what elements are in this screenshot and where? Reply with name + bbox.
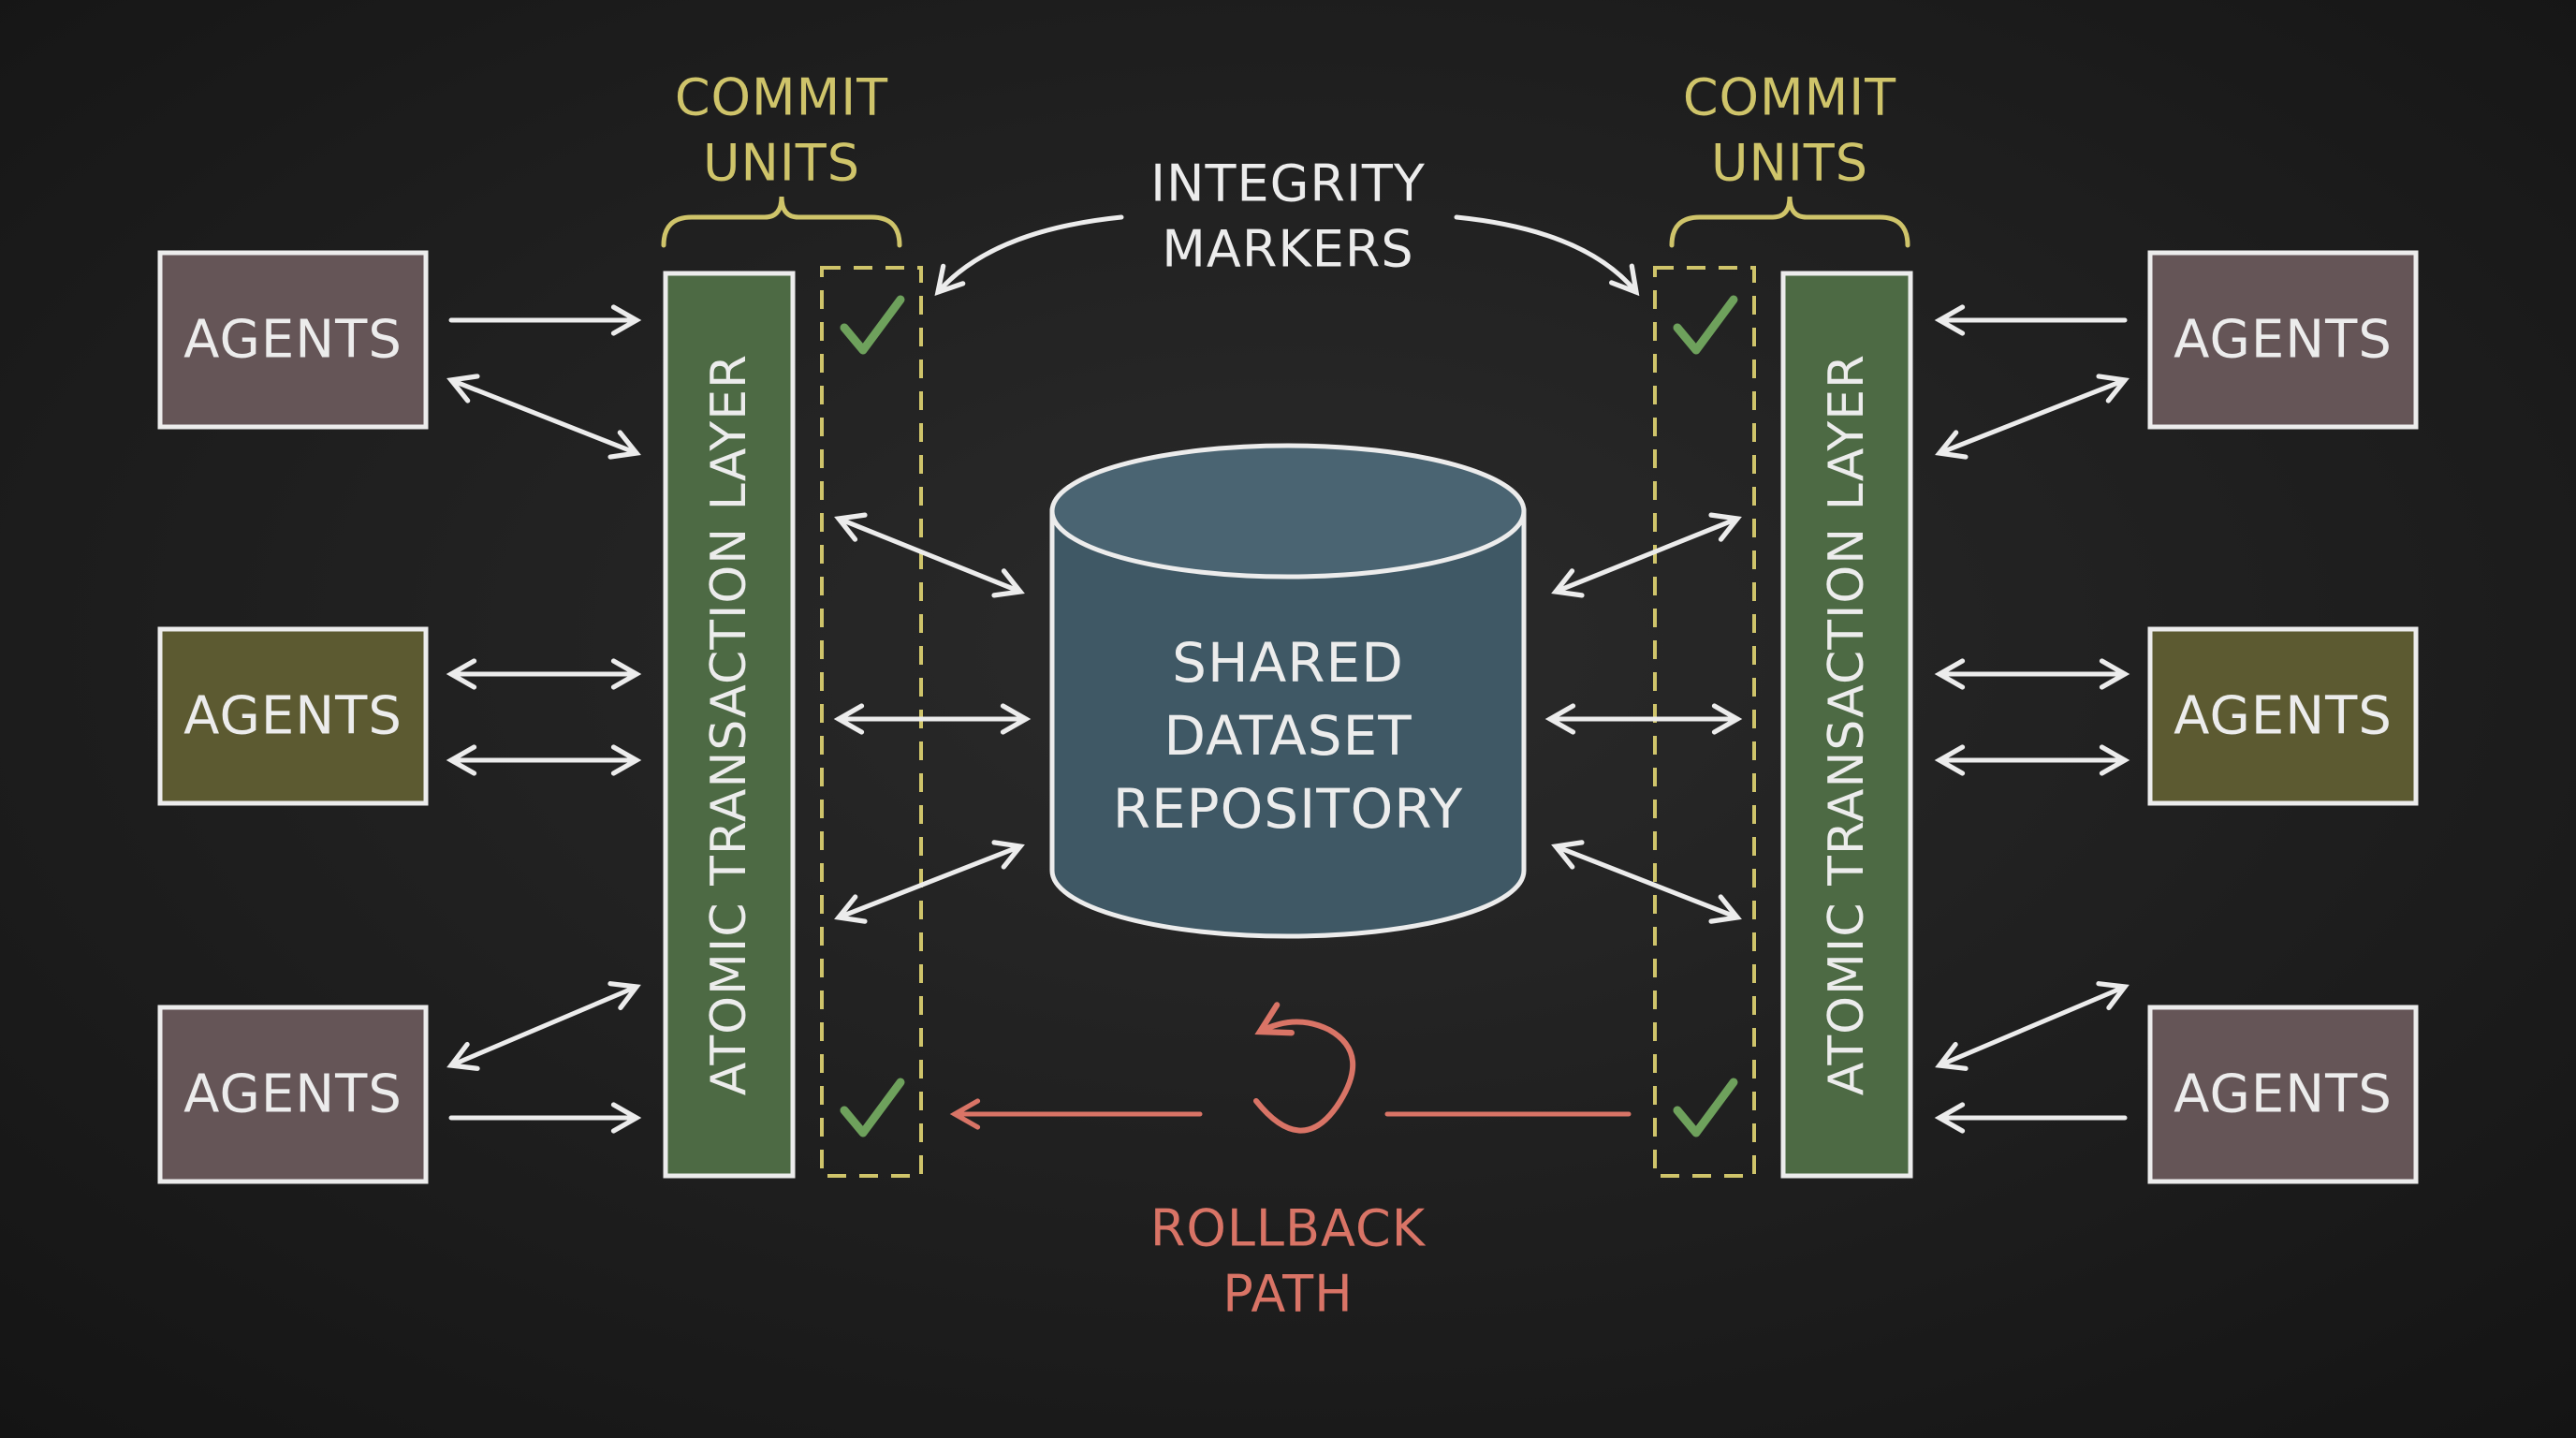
check-icon-left-bottom (840, 1078, 905, 1137)
integrity-arrow-right (1454, 214, 1640, 297)
commit-units-left-label-line1: COMMIT (674, 67, 889, 127)
agents-label-left-bottom: AGENTS (183, 1064, 402, 1125)
atomic-layer-left-label: ATOMIC TRANSACTION LAYER (701, 353, 757, 1096)
commit-units-right-brace (1669, 196, 1910, 248)
repository-cylinder-body (1049, 508, 1527, 939)
commit-units-left-brace (661, 196, 902, 248)
commit-units-right-label-line1: COMMIT (1682, 67, 1897, 127)
atomic-layer-right (1780, 271, 1913, 1179)
repository-label-line2: DATASET (1164, 704, 1412, 768)
agents-label-left-middle: AGENTS (183, 685, 402, 747)
arrow-agent-layer-l2 (446, 374, 641, 460)
agents-box-right-top (2147, 250, 2419, 430)
commit-units-left-label-line2: UNITS (702, 133, 861, 193)
arrow-repo-right-top (1551, 512, 1742, 598)
atomic-layer-right-label: ATOMIC TRANSACTION LAYER (1819, 353, 1875, 1096)
rollback-label-line2: PATH (1222, 1264, 1354, 1324)
rollback-arrow-icon (1253, 1002, 1356, 1134)
arrow-repo-left-top (834, 512, 1025, 598)
repository-label-line3: REPOSITORY (1112, 777, 1464, 841)
agents-box-right-middle (2147, 626, 2419, 806)
agents-box-left-bottom (157, 1005, 429, 1184)
arrow-agent-layer-l5 (446, 981, 641, 1071)
repository-label-line1: SHARED (1172, 631, 1404, 695)
agents-label-right-top: AGENTS (2174, 309, 2393, 371)
agents-label-right-bottom: AGENTS (2174, 1064, 2393, 1125)
agents-label-left-top: AGENTS (183, 309, 402, 371)
agents-box-right-bottom (2147, 1005, 2419, 1184)
arrow-agent-layer-r5 (1935, 981, 2130, 1071)
rollback-label-line1: ROLLBACK (1149, 1198, 1427, 1258)
repository-cylinder-top (1049, 443, 1527, 580)
atomic-layer-left (663, 271, 796, 1179)
check-icon-right-bottom (1673, 1078, 1738, 1137)
integrity-arrow-left (934, 214, 1124, 296)
commit-units-right-label-line2: UNITS (1710, 133, 1869, 193)
arrow-repo-right-bottom (1551, 840, 1742, 924)
agents-box-left-middle (157, 626, 429, 806)
agents-box-left-top (157, 250, 429, 430)
check-icon-left-top (840, 295, 905, 355)
arrow-repo-left-bottom (834, 840, 1025, 924)
agents-label-right-middle: AGENTS (2174, 685, 2393, 747)
integrity-markers-label-line1: INTEGRITY (1150, 154, 1426, 213)
arrow-agent-layer-r2 (1935, 374, 2130, 460)
integrity-markers-label-line2: MARKERS (1162, 219, 1414, 279)
check-icon-right-top (1673, 295, 1738, 355)
